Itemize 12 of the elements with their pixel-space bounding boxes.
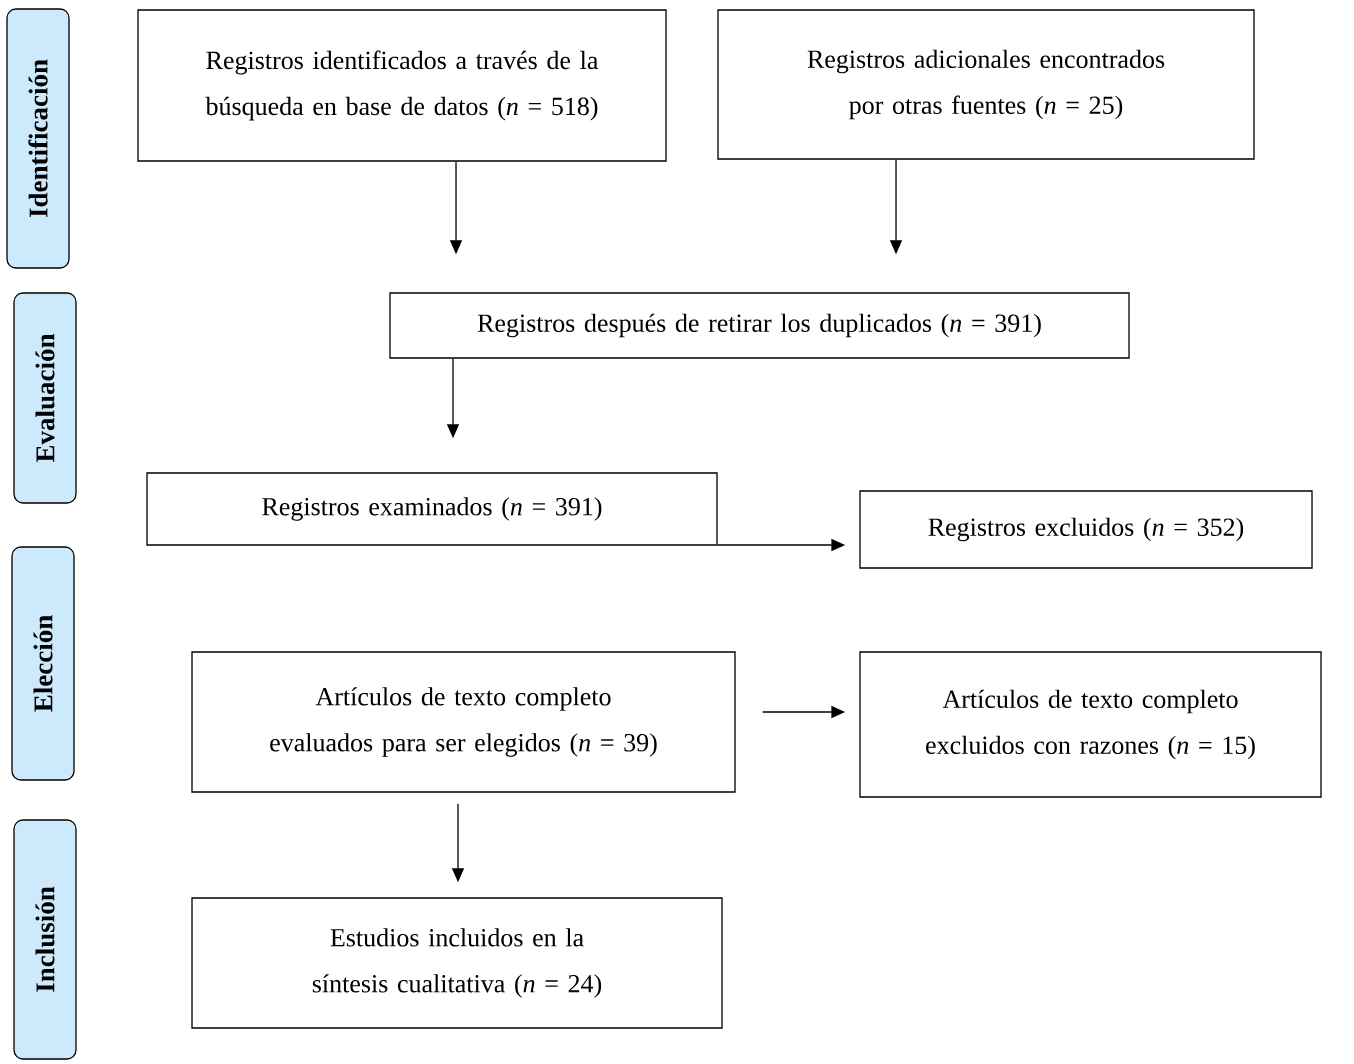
process-box: Registros después de retirar los duplicados (n = 391)	[389, 292, 1130, 359]
process-box: Registros examinados (n = 391)	[146, 472, 718, 546]
process-box: Artículos de texto completo excluidos con razones (n = 15)	[859, 651, 1322, 798]
stage-label-band: Identificación	[6, 8, 70, 269]
process-box: Estudios incluidos en la síntesis cualitativa (n = 24)	[191, 897, 723, 1029]
process-box: Artículos de texto completo evaluados para ser elegidos (n = 39)	[191, 651, 736, 793]
process-box: Registros adicionales encontrados por otras fuentes (n = 25)	[717, 9, 1255, 160]
stage-label-band: Evaluación	[13, 292, 77, 504]
process-box: Registros identificados a través de la búsqueda en base de datos (n = 518)	[137, 9, 667, 162]
process-box: Registros excluidos (n = 352)	[859, 490, 1313, 569]
stage-label-band: Inclusión	[13, 819, 77, 1060]
stage-label-band: Elección	[11, 546, 75, 781]
